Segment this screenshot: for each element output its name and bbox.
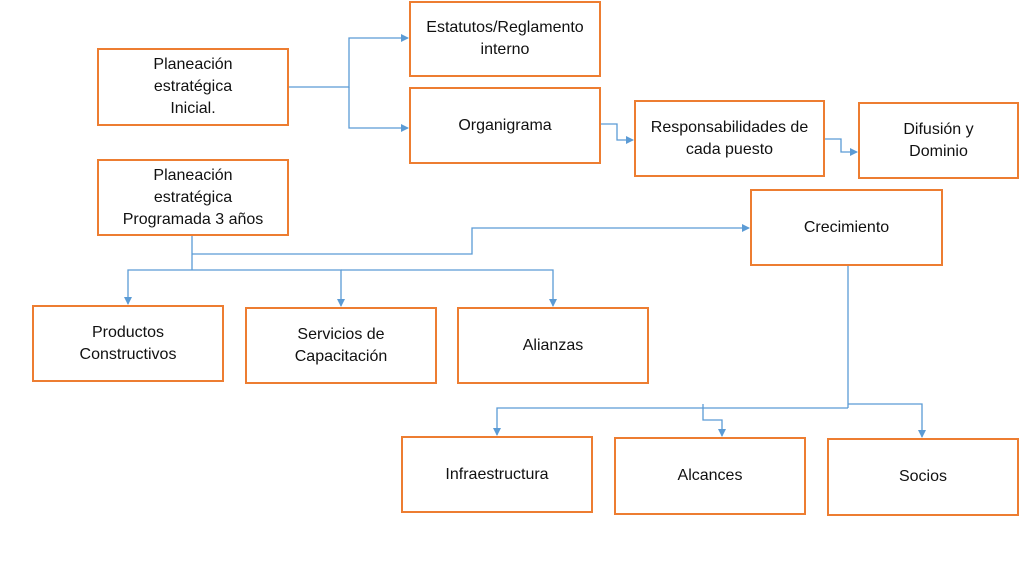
connector-organigrama-responsabilidades: [601, 123, 634, 144]
node-planeacion-programada: Planeación estratégica Programada 3 años: [97, 159, 289, 236]
node-infraestructura: Infraestructura: [401, 436, 593, 513]
connector-crecimiento-alcances: [702, 404, 726, 437]
node-organigrama: Organigrama: [409, 87, 601, 164]
node-productos: Productos Constructivos: [32, 305, 224, 382]
connector-crecimiento-infraestructura: [493, 407, 848, 436]
node-difusion: Difusión y Dominio: [858, 102, 1019, 179]
connector-inicial-organigrama: [348, 87, 409, 132]
node-servicios: Servicios de Capacitación: [245, 307, 437, 384]
connector-inicial-estatutos: [289, 34, 409, 88]
connector-programada-productos: [124, 269, 192, 305]
node-alianzas: Alianzas: [457, 307, 649, 384]
node-responsabilidades: Responsabilidades de cada puesto: [634, 100, 825, 177]
connector-responsabilidades-difusion: [825, 138, 858, 156]
node-estatutos: Estatutos/Reglamento interno: [409, 1, 601, 77]
node-planeacion-inicial: Planeación estratégica Inicial.: [97, 48, 289, 126]
node-crecimiento: Crecimiento: [750, 189, 943, 266]
node-alcances: Alcances: [614, 437, 806, 515]
connector-crecimiento-socios: [848, 403, 926, 438]
connector-programada-alianzas: [341, 269, 557, 307]
connector-programada-crecimiento: [192, 224, 750, 255]
connector-programada-servicios: [192, 269, 345, 307]
node-socios: Socios: [827, 438, 1019, 516]
